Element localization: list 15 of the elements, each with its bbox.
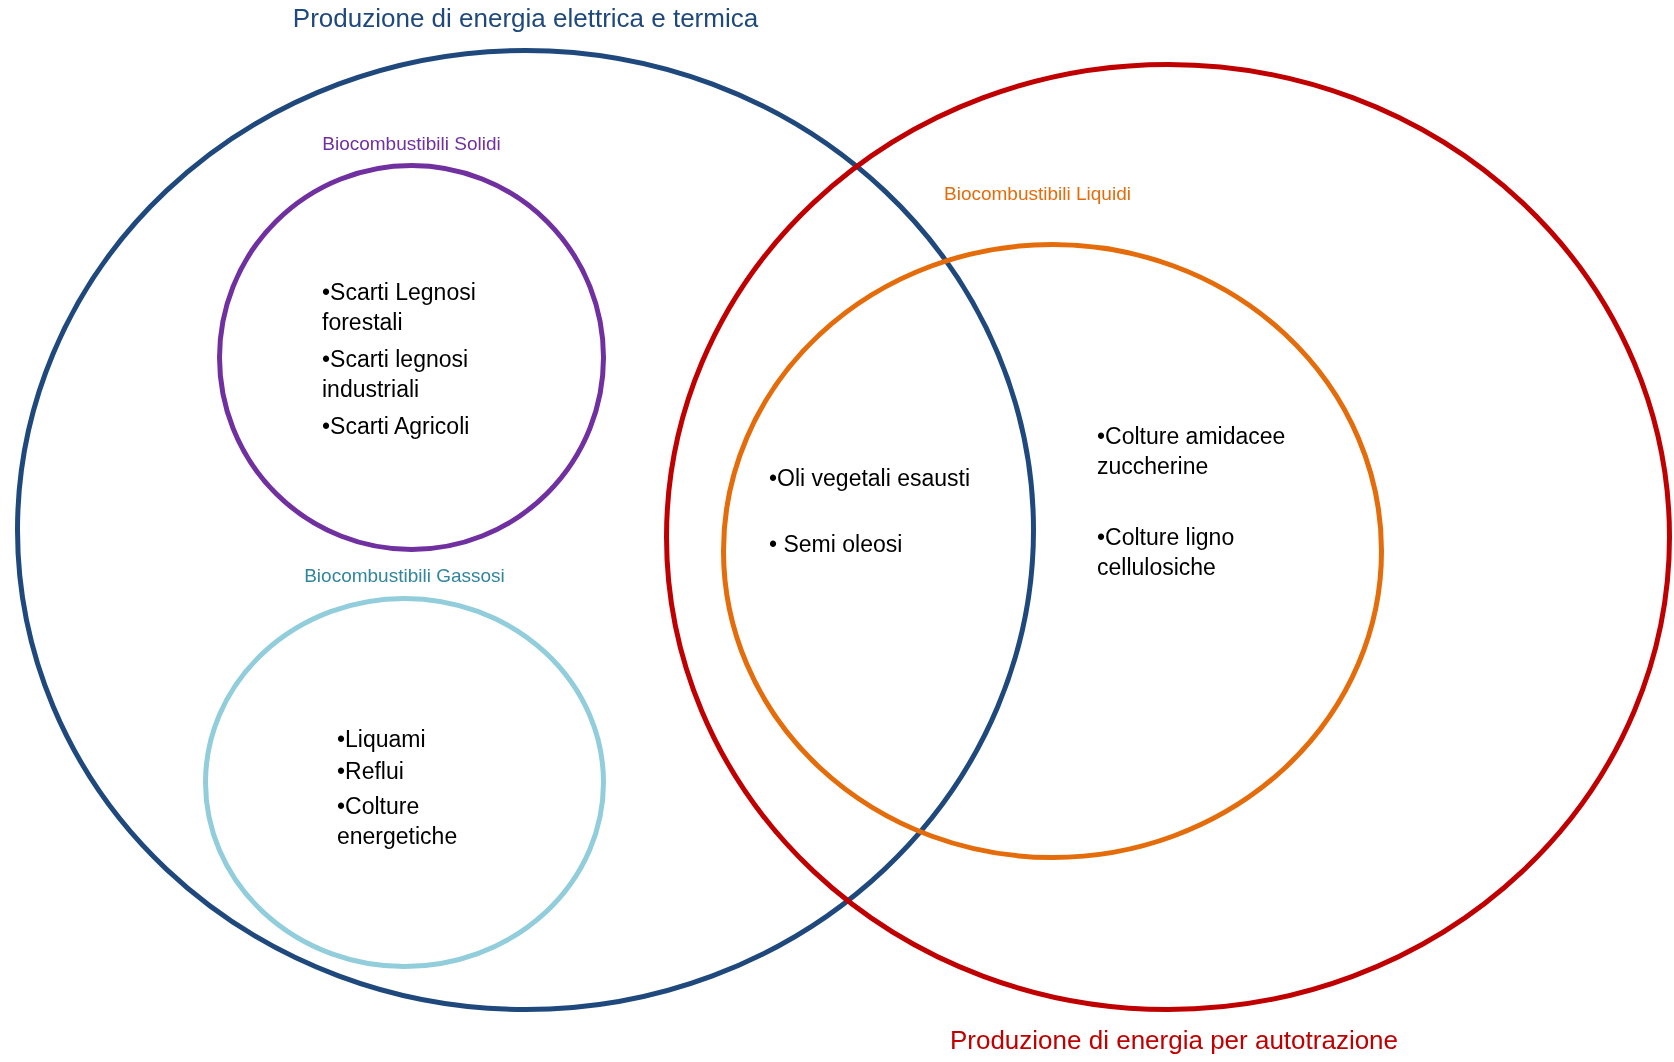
- set-title: Biocombustibili Gassosi: [303, 564, 506, 588]
- list-item: •Scarti Agricoli: [322, 412, 471, 441]
- list-item: •Oli vegetali esausti: [769, 464, 972, 493]
- list-item: •Scarti legnosi industriali: [322, 345, 470, 404]
- set-title: Produzione di energia per autotrazione: [948, 1024, 1400, 1057]
- set-title: Biocombustibili Liquidi: [944, 182, 1132, 206]
- list-item: •Colture ligno cellulosiche: [1097, 523, 1236, 582]
- list-item: •Scarti Legnosi forestali: [322, 278, 477, 337]
- list-item: •Reflui: [337, 757, 405, 786]
- set-title: Biocombustibili Solidi: [321, 132, 502, 156]
- set-title: Produzione di energia elettrica e termica: [291, 2, 760, 35]
- list-item: •Liquami: [337, 725, 427, 754]
- list-item: •Colture amidacee zuccherine: [1097, 422, 1287, 481]
- list-item: • Semi oleosi: [769, 530, 904, 559]
- list-item: •Colture energetiche: [337, 792, 459, 851]
